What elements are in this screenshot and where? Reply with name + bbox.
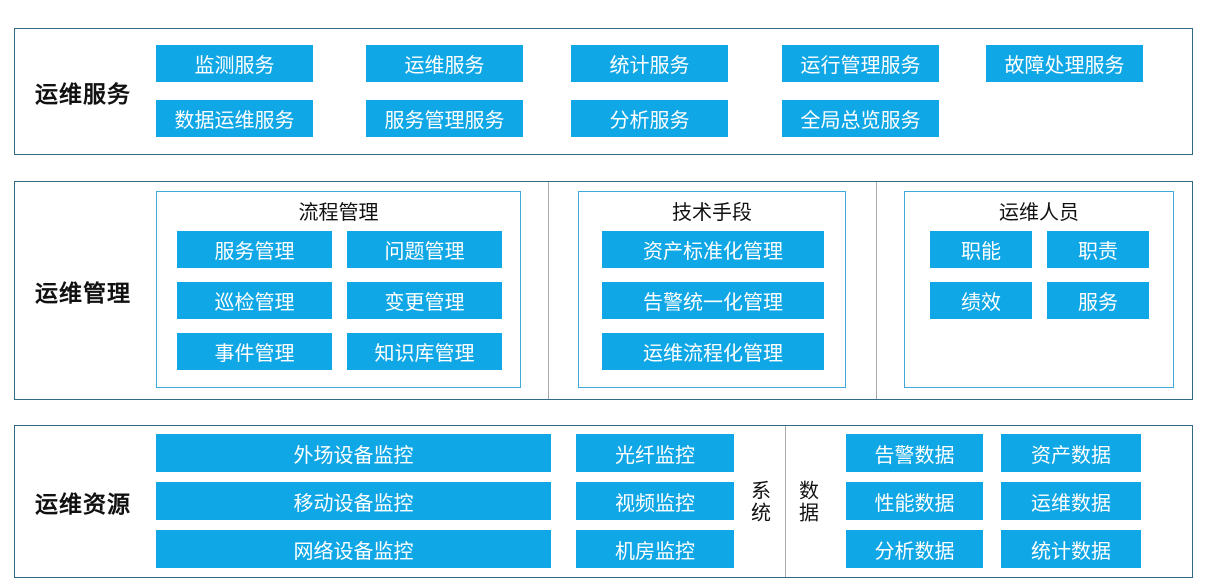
monitor-block: 机房监控 bbox=[576, 530, 734, 568]
section-ops-management: 运维管理 流程管理 服务管理 问题管理 巡检管理 变更管理 事件管理 知识库管理… bbox=[14, 181, 1193, 400]
monitor-block: 外场设备监控 bbox=[156, 434, 551, 472]
section-management-label: 运维管理 bbox=[35, 279, 131, 306]
service-block: 服务管理服务 bbox=[366, 100, 523, 137]
personnel-box-title: 运维人员 bbox=[999, 202, 1079, 224]
technical-box-title: 技术手段 bbox=[672, 202, 752, 224]
management-block: 运维流程化管理 bbox=[602, 333, 824, 370]
service-block: 故障处理服务 bbox=[986, 45, 1143, 82]
management-block: 问题管理 bbox=[347, 231, 502, 268]
management-block: 职责 bbox=[1047, 231, 1149, 268]
management-block: 巡检管理 bbox=[177, 282, 332, 319]
management-block: 告警统一化管理 bbox=[602, 282, 824, 319]
data-block: 统计数据 bbox=[1001, 530, 1141, 568]
column-divider bbox=[548, 182, 549, 399]
process-box-title: 流程管理 bbox=[298, 202, 379, 224]
management-block: 知识库管理 bbox=[347, 333, 502, 370]
data-block: 资产数据 bbox=[1001, 434, 1141, 472]
section-ops-services: 运维服务 监测服务 运维服务 统计服务 运行管理服务 故障处理服务 数据运维服务… bbox=[14, 28, 1193, 155]
process-management-box: 流程管理 服务管理 问题管理 巡检管理 变更管理 事件管理 知识库管理 bbox=[156, 191, 521, 388]
system-vertical-label: 系统 bbox=[747, 479, 770, 524]
section-ops-resources: 运维资源 外场设备监控 移动设备监控 网络设备监控 光纤监控 视频监控 机房监控… bbox=[14, 425, 1193, 578]
personnel-box: 运维人员 职能 职责 绩效 服务 bbox=[904, 191, 1174, 388]
monitor-block: 移动设备监控 bbox=[156, 482, 551, 520]
management-block: 事件管理 bbox=[177, 333, 332, 370]
data-block: 性能数据 bbox=[846, 482, 983, 520]
monitor-block: 光纤监控 bbox=[576, 434, 734, 472]
management-block: 绩效 bbox=[930, 282, 1032, 319]
data-block: 运维数据 bbox=[1001, 482, 1141, 520]
service-block: 数据运维服务 bbox=[156, 100, 313, 137]
section-resources-label: 运维资源 bbox=[35, 490, 131, 517]
service-block: 监测服务 bbox=[156, 45, 313, 82]
service-block: 运维服务 bbox=[366, 45, 523, 82]
column-divider bbox=[876, 182, 877, 399]
monitor-block: 网络设备监控 bbox=[156, 530, 551, 568]
monitor-block: 视频监控 bbox=[576, 482, 734, 520]
service-block: 全局总览服务 bbox=[782, 100, 939, 137]
data-vertical-label: 数据 bbox=[795, 479, 818, 524]
technical-means-box: 技术手段 资产标准化管理 告警统一化管理 运维流程化管理 bbox=[578, 191, 846, 388]
management-block: 职能 bbox=[930, 231, 1032, 268]
service-block: 运行管理服务 bbox=[782, 45, 939, 82]
service-block: 分析服务 bbox=[571, 100, 728, 137]
service-block: 统计服务 bbox=[571, 45, 728, 82]
section-services-label: 运维服务 bbox=[35, 80, 131, 107]
management-block: 变更管理 bbox=[347, 282, 502, 319]
data-block: 告警数据 bbox=[846, 434, 983, 472]
column-divider bbox=[785, 426, 786, 577]
management-block: 服务管理 bbox=[177, 231, 332, 268]
data-block: 分析数据 bbox=[846, 530, 983, 568]
management-block: 资产标准化管理 bbox=[602, 231, 824, 268]
management-block: 服务 bbox=[1047, 282, 1149, 319]
